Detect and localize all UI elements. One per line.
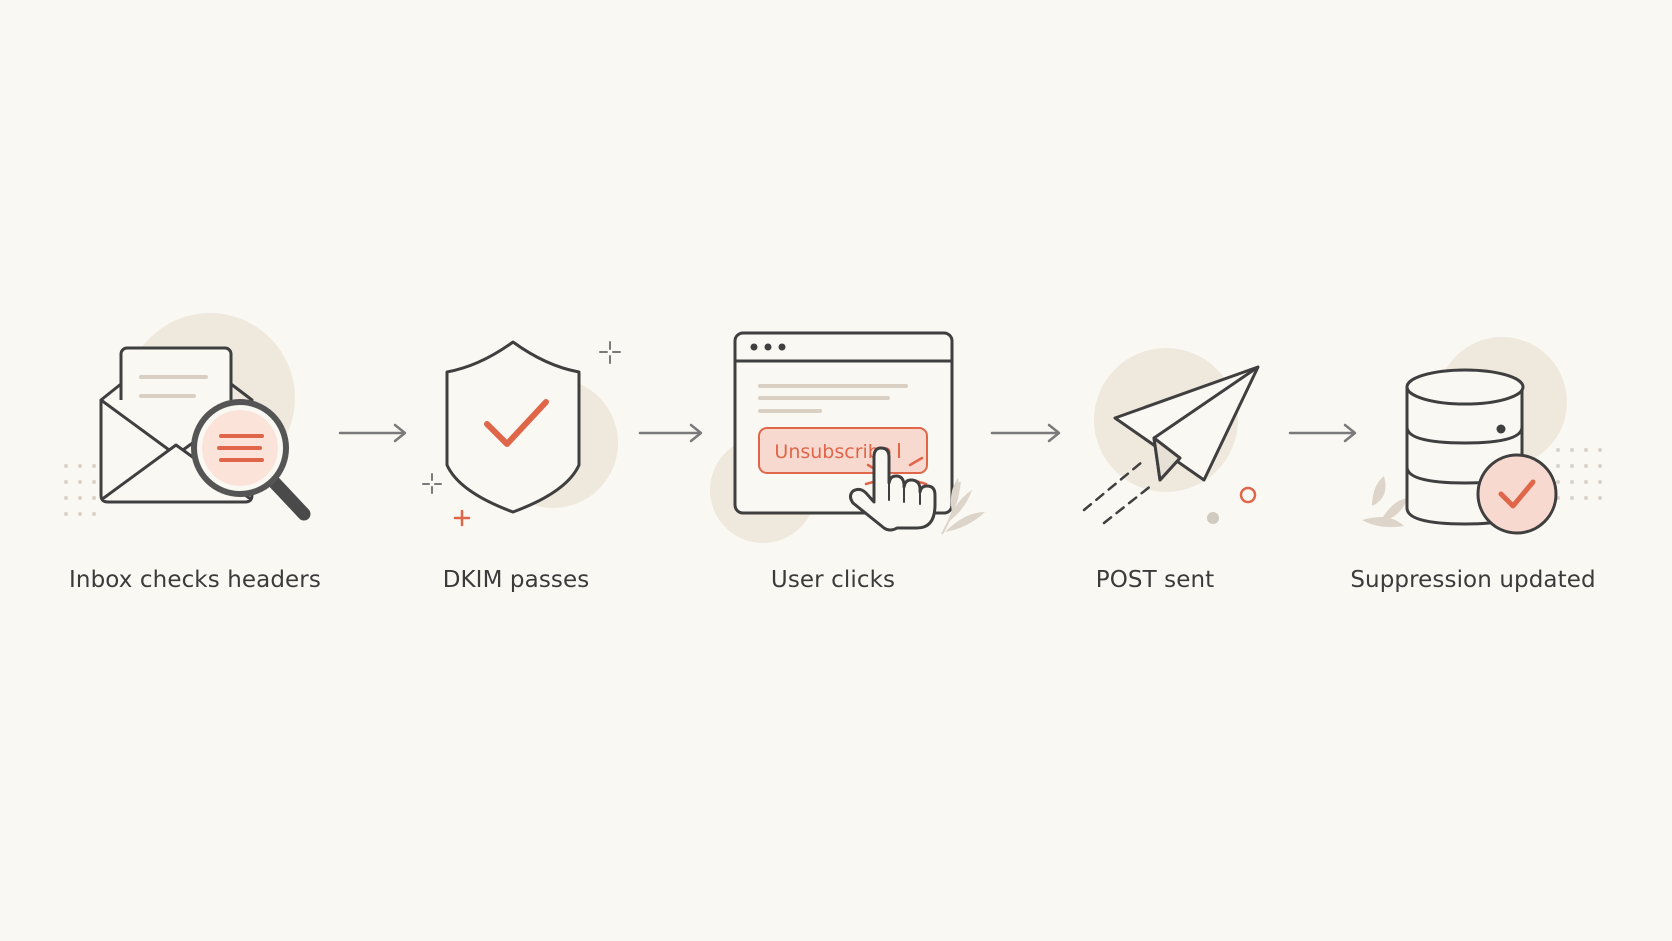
arrow-icon	[638, 423, 703, 443]
envelope-magnifier-icon	[64, 313, 311, 521]
step-label-user-clicks: User clicks	[770, 567, 896, 593]
step-label-inbox-checks-headers: Inbox checks headers	[69, 567, 321, 593]
step-label-dkim-passes: DKIM passes	[442, 567, 590, 593]
step-label-post-sent: POST sent	[1095, 567, 1215, 593]
arrow-icon	[338, 423, 407, 443]
arrow-icon	[1288, 423, 1357, 443]
database-check-icon	[1362, 337, 1602, 535]
paper-plane-icon	[1082, 348, 1260, 525]
step-label-suppression-updated: Suppression updated	[1350, 567, 1596, 593]
unsubscribe-button-label: Unsubscribe	[774, 441, 891, 463]
pointer-hand-icon	[849, 446, 937, 532]
arrow-icon	[990, 423, 1061, 443]
browser-click-icon: Unsubscribe	[710, 331, 985, 543]
shield-check-icon	[422, 340, 621, 527]
